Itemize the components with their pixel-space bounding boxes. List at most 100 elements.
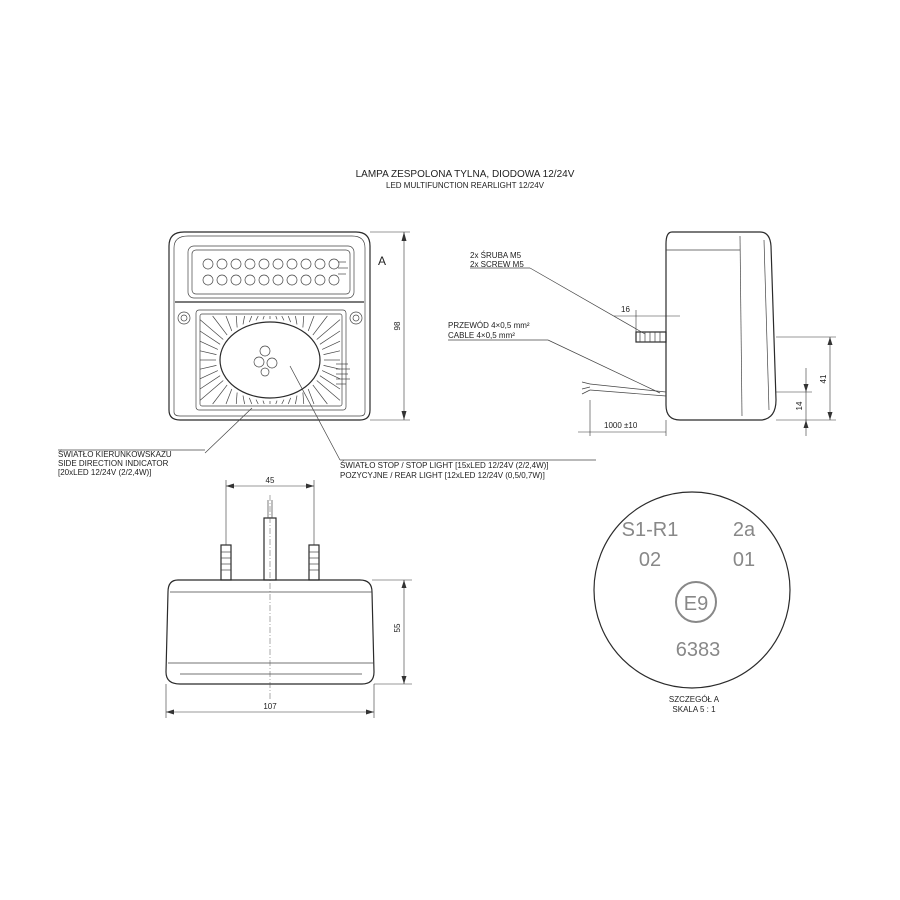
lens-ray	[225, 315, 233, 332]
lens-ray	[199, 350, 217, 355]
detail-code-left: S1-R1	[622, 519, 679, 541]
lens-ray	[249, 315, 253, 323]
detail-a: S1-R1 2a 02 01 E9 6383	[593, 491, 791, 689]
lens-ray	[322, 370, 341, 380]
callout-stop-rear-light: ŚWIATŁO STOP / STOP LIGHT [15xLED 12/24V…	[340, 459, 596, 480]
lens-center	[219, 321, 321, 399]
led	[300, 274, 312, 286]
svg-text:41: 41	[819, 374, 828, 383]
lens-ray	[322, 340, 341, 350]
detail-e-mark: E9	[684, 593, 708, 615]
led	[258, 258, 270, 270]
lens-ray	[307, 315, 315, 332]
lens-ray	[302, 392, 305, 405]
lens-ray	[262, 315, 265, 320]
lens-ray	[287, 315, 291, 323]
lens-ray	[242, 315, 245, 325]
lens-ray	[242, 395, 245, 405]
dimension-bottom-width: 107	[165, 684, 375, 718]
lens-ray	[281, 315, 285, 321]
led	[244, 258, 256, 270]
led	[230, 274, 242, 286]
svg-text:2x ŚRUBA M5: 2x ŚRUBA M5	[470, 251, 522, 260]
lens-ray	[319, 330, 341, 345]
lens-markings	[336, 261, 350, 385]
lens-ray	[199, 365, 217, 370]
led	[286, 274, 298, 286]
lens-ray	[249, 397, 253, 405]
lens-ray	[262, 400, 265, 405]
callout-cable: PRZEWÓD 4×0,5 mm² CABLE 4×0,5 mm²	[448, 321, 548, 341]
dimension-stud-length: 16	[614, 305, 680, 332]
led	[328, 258, 340, 270]
lens-ray	[235, 315, 238, 328]
led	[272, 258, 284, 270]
lens-ray	[199, 375, 221, 390]
lens-ray	[287, 397, 291, 405]
svg-text:14: 14	[795, 401, 804, 410]
lens-ray	[316, 380, 341, 401]
lens-ray	[255, 315, 259, 321]
detail-code-right: 2a	[733, 519, 756, 541]
led	[230, 258, 242, 270]
svg-text:16: 16	[621, 305, 630, 314]
lens-ray	[199, 340, 218, 350]
led	[286, 258, 298, 270]
led	[300, 258, 312, 270]
indicator-leader	[204, 407, 253, 454]
lens-ray	[323, 350, 341, 355]
svg-text:1000 ±10: 1000 ±10	[604, 421, 638, 430]
led	[314, 258, 326, 270]
bottom-view	[165, 495, 375, 700]
callout-screw: 2x ŚRUBA M5 2x SCREW M5	[470, 251, 530, 269]
view-a-label: A	[378, 254, 386, 268]
led	[216, 274, 228, 286]
led	[216, 258, 228, 270]
lens-ray	[212, 315, 228, 336]
lens-ray	[295, 315, 298, 325]
lens-ray	[307, 388, 315, 405]
led	[258, 274, 270, 286]
lens-ray	[199, 370, 218, 380]
detail-scale: SKALA 5 : 1	[672, 705, 716, 714]
lens-ray	[295, 395, 298, 405]
lens-ray	[312, 315, 328, 336]
svg-text:45: 45	[266, 476, 275, 485]
detail-caption: SZCZEGÓŁ A	[669, 695, 720, 704]
led	[272, 274, 284, 286]
led	[202, 274, 214, 286]
lens-ray	[235, 392, 238, 405]
detail-approval-number: 6383	[676, 639, 721, 661]
svg-text:107: 107	[263, 702, 277, 711]
dimension-front-height: 98	[370, 231, 410, 421]
lens-ray	[225, 388, 233, 405]
svg-text:SIDE DIRECTION INDICATOR: SIDE DIRECTION INDICATOR	[58, 459, 169, 468]
lens-ray	[312, 384, 328, 405]
dimension-side-offsets: 41 14	[776, 336, 836, 436]
svg-text:ŚWIATŁO STOP / STOP LIGHT [15x: ŚWIATŁO STOP / STOP LIGHT [15xLED 12/24V…	[340, 461, 549, 470]
lens-ray	[199, 319, 224, 340]
indicator-led-grid	[202, 258, 340, 286]
title-polish: LAMPA ZESPOLONA TYLNA, DIODOWA 12/24V	[356, 169, 575, 180]
detail-num-left: 02	[639, 549, 661, 571]
svg-text:98: 98	[393, 321, 402, 330]
side-view	[581, 231, 777, 421]
svg-text:CABLE 4×0,5 mm²: CABLE 4×0,5 mm²	[448, 331, 515, 340]
lens-ray	[281, 399, 285, 405]
dimension-cable-length: 1000 ±10	[578, 400, 667, 436]
cable-leader	[547, 339, 661, 394]
lens-ray	[199, 330, 221, 345]
screw-leader	[529, 267, 646, 335]
svg-text:ŚWIATŁO KIERUNKOWSKAZU: ŚWIATŁO KIERUNKOWSKAZU	[58, 450, 172, 459]
dimension-stud-spacing: 45	[225, 476, 315, 545]
front-view	[168, 231, 371, 421]
lens-ray	[319, 375, 341, 390]
svg-text:[20xLED 12/24V (2/2,4W)]: [20xLED 12/24V (2/2,4W)]	[58, 468, 151, 477]
lens-ray	[275, 400, 278, 405]
lens-ray	[199, 380, 224, 401]
lens-ray-pattern	[199, 315, 341, 405]
lens-ray	[316, 319, 341, 340]
lens-ray	[323, 365, 341, 370]
stop-light-leader	[289, 365, 341, 461]
lens-ray	[255, 399, 259, 405]
